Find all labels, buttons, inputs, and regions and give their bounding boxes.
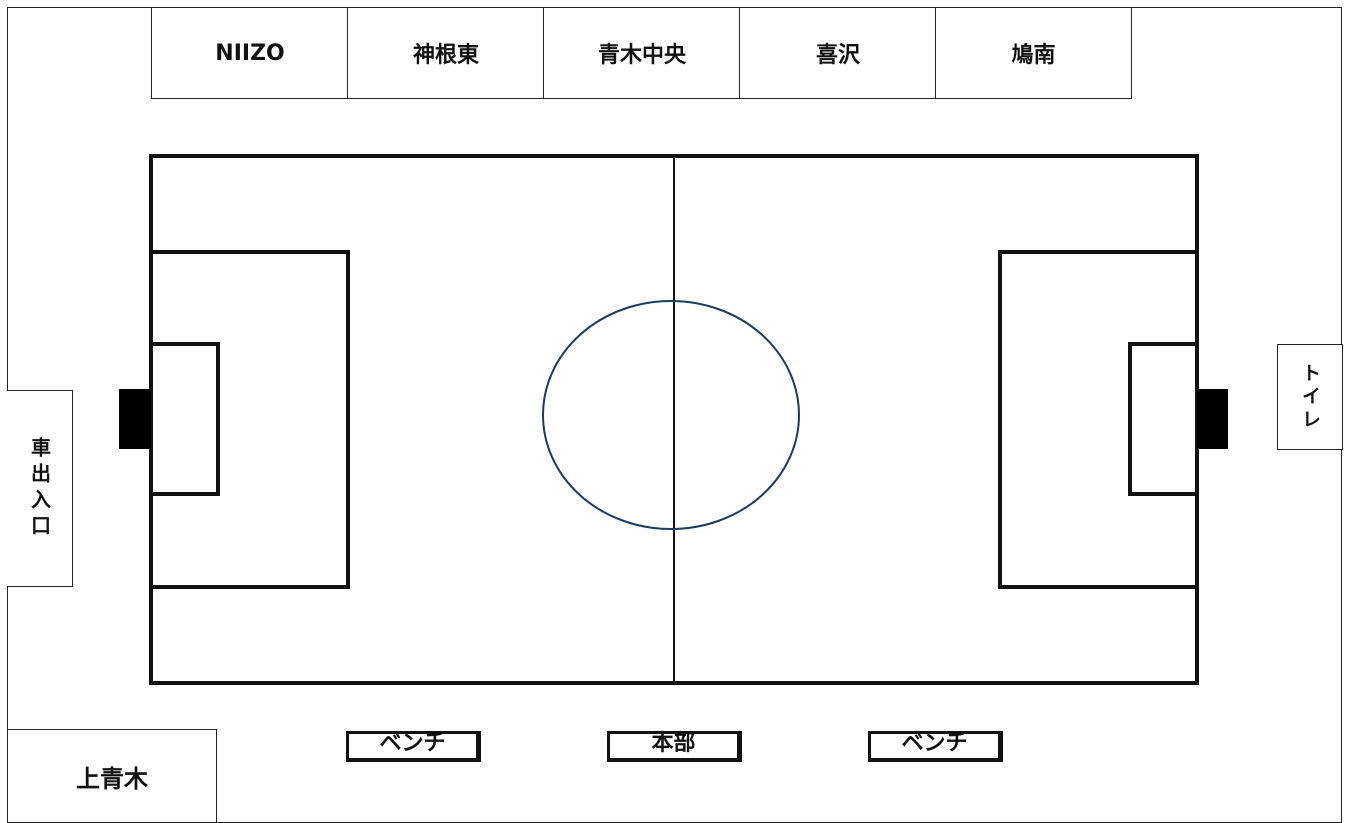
headquarters-tent: 本部 — [607, 731, 742, 762]
bench-right: ベンチ — [868, 731, 1003, 762]
bench-left: ベンチ — [346, 731, 481, 762]
team-tab-aokichuo: 青木中央 — [543, 7, 741, 99]
left-goal — [119, 389, 151, 449]
team-tab-kisawa: 喜沢 — [739, 7, 937, 99]
right-goal-area — [1128, 342, 1197, 496]
right-penalty-area — [998, 250, 1197, 589]
right-goal — [1197, 389, 1228, 449]
team-tab-niizo: NIIZO — [151, 7, 349, 99]
team-tab-kaminehigashi: 神根東 — [347, 7, 545, 99]
vehicle-entrance-box: 車出入口 — [7, 390, 73, 587]
left-goal-area — [151, 342, 220, 496]
toilet-label: トイレ — [1299, 362, 1321, 432]
toilet-box: トイレ — [1277, 344, 1343, 450]
vehicle-entrance-label: 車出入口 — [27, 436, 52, 541]
kamiaoki-area-label: 上青木 — [8, 729, 217, 823]
left-penalty-area — [151, 250, 350, 589]
team-tab-hatonan: 鳩南 — [935, 7, 1132, 99]
center-circle — [542, 300, 800, 530]
